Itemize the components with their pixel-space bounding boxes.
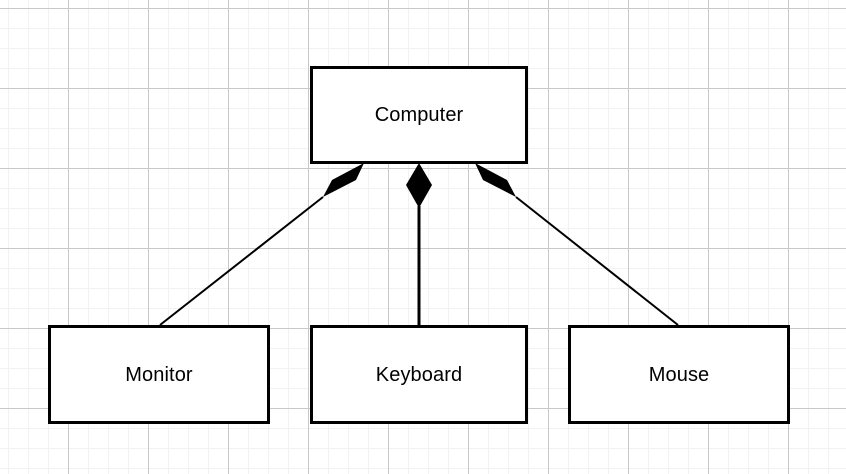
composition-diamond-keyboard [406, 163, 432, 208]
composition-diamond-mouse [475, 163, 516, 197]
uml-class-label-monitor: Monitor [125, 363, 193, 386]
uml-class-box-monitor[interactable]: Monitor [48, 325, 270, 424]
uml-class-box-computer[interactable]: Computer [310, 66, 528, 164]
composition-diamond-monitor [323, 163, 364, 197]
uml-class-box-keyboard[interactable]: Keyboard [310, 325, 528, 424]
connector-computer-monitor [159, 196, 324, 326]
uml-class-label-keyboard: Keyboard [375, 363, 463, 386]
connector-computer-mouse [515, 196, 679, 326]
uml-class-label-computer: Computer [374, 104, 464, 126]
uml-class-label-mouse: Mouse [648, 363, 710, 386]
uml-class-box-mouse[interactable]: Mouse [568, 325, 790, 424]
